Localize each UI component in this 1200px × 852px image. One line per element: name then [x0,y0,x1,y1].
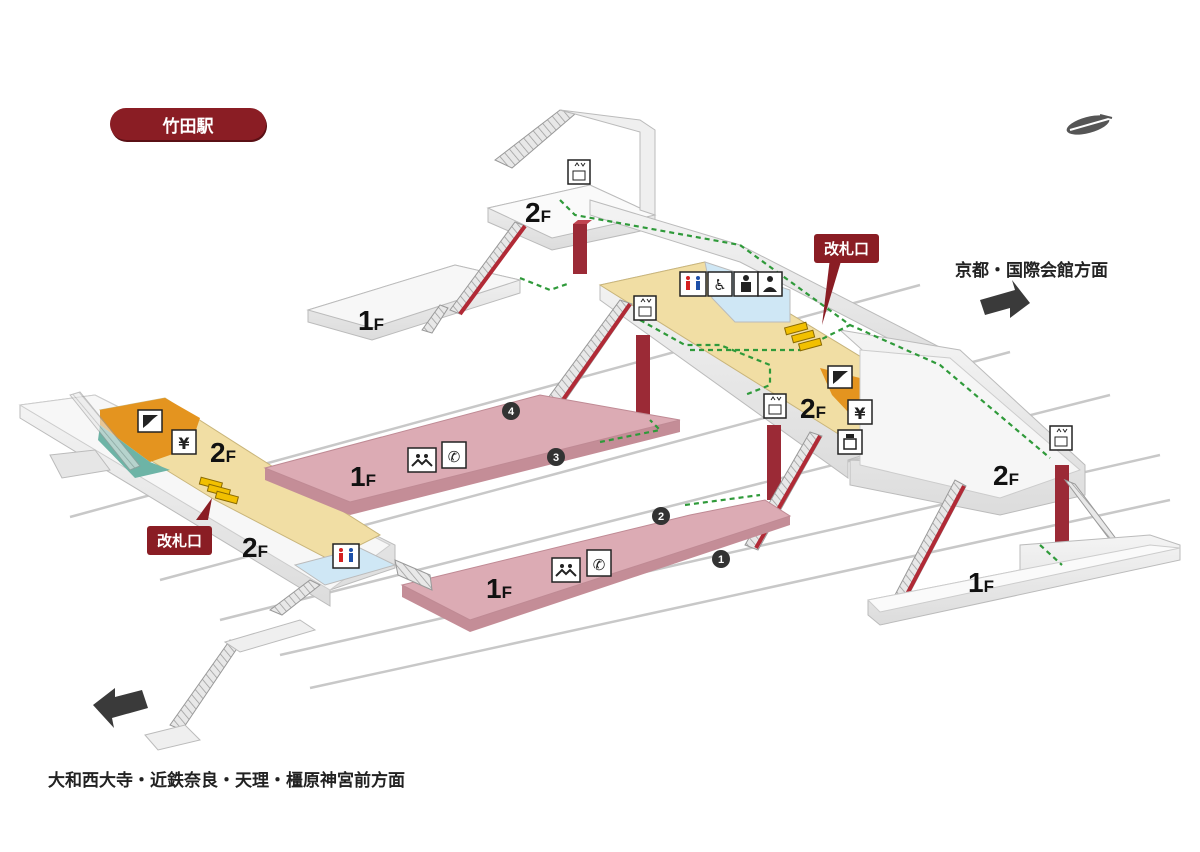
floor-2f-east: 2F [993,460,1019,491]
north-west-entrance [306,109,966,379]
track-number-1: 1 [712,550,730,568]
station-name-badge: 竹田駅 [110,108,266,140]
elevator-icon [633,295,657,321]
wheelchair-icon: ♿ [707,271,733,297]
arrow-north-east-icon [980,280,1030,318]
telephone-icon: ✆ [586,549,612,577]
fare-adjustment-icon [137,409,163,433]
fare-adjustment-icon [827,365,853,389]
waiting-area-icon [551,557,581,583]
station-office-icon [837,429,863,455]
ticket-machine-icon: ¥ [171,429,197,455]
ticket-gate-label-south: 改札口 [147,526,213,555]
direction-north-east: 京都・国際会館方面 [955,261,1108,281]
north-arrow-icon [1066,114,1113,135]
track-number-3: 3 [547,448,565,466]
floor-2f-concourse-north: 2F [800,393,826,424]
telephone-icon: ✆ [441,441,467,469]
floor-1f-platform-upper: 1F [350,461,376,492]
floor-labels: 2F 1F 2F 2F 1F 2F 2F 1F 1F [210,197,1019,604]
floor-2f-southwest: 2F [242,532,268,563]
track-number-2: 2 [652,507,670,525]
svg-text:4: 4 [508,406,515,418]
direction-south-west: 大和西大寺・近鉄奈良・天理・橿原神宮前方面 [48,771,405,791]
toilet-icon [332,543,360,569]
svg-text:3: 3 [553,452,559,464]
station-name: 竹田駅 [162,116,214,137]
baby-care-icon [757,271,783,297]
svg-text:2: 2 [658,511,664,523]
svg-text:1: 1 [718,554,724,566]
ticket-gate-south [198,476,240,505]
track-number-4: 4 [502,402,520,420]
ticket-gate-north [783,321,823,352]
ostomate-icon [733,271,759,297]
svg-text:✆: ✆ [448,448,461,466]
floor-2f-concourse-south: 2F [210,437,236,468]
elevator-icon [763,393,787,419]
track-numbers: 1 2 3 4 [502,402,730,568]
elevator-icon [1049,425,1073,451]
elevator-icon [567,159,591,185]
platform-upper [263,394,681,515]
waiting-area-icon [407,447,437,473]
svg-text:¥: ¥ [854,404,865,423]
gate-pointer-south [196,498,212,520]
floor-1f-platform-lower: 1F [486,573,512,604]
svg-text:¥: ¥ [178,434,189,453]
svg-text:♿: ♿ [713,276,726,294]
arrow-south-west-icon [93,688,148,728]
floor-1f-east: 1F [968,567,994,598]
toilet-icon [679,271,707,297]
svg-text:✆: ✆ [593,556,606,574]
floor-1f-northwest: 1F [358,305,384,336]
south-concourse [18,391,397,751]
floor-2f-northwest: 2F [525,197,551,228]
ticket-machine-icon: ¥ [847,399,873,425]
ticket-gate-label-north: 改札口 [814,234,880,263]
gate-pointer-north [822,258,842,325]
